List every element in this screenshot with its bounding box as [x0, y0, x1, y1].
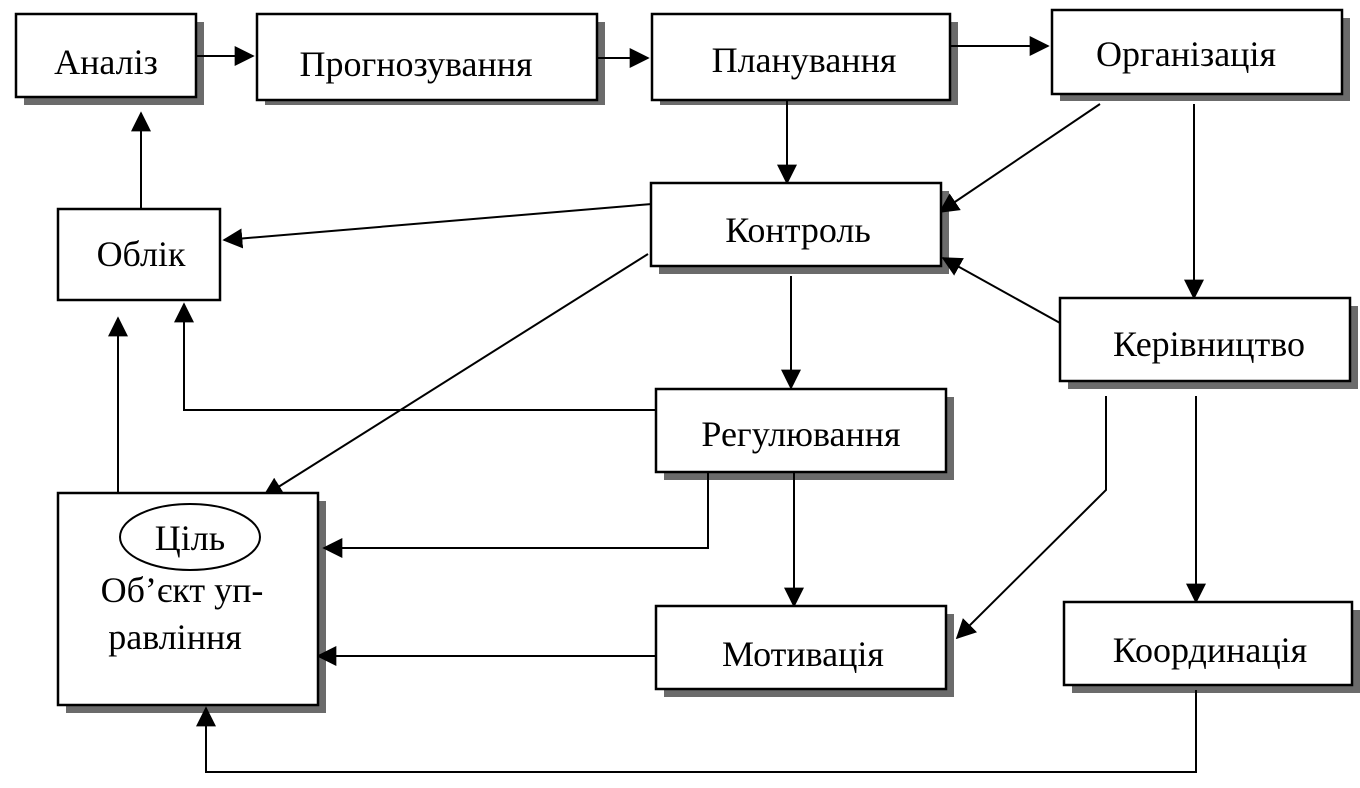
edge-kontrol-obiekt	[262, 253, 649, 497]
edge-reguliuvannia-obiekt	[322, 466, 709, 558]
node-prognozuvannia-label: Прогнозування	[299, 44, 532, 84]
node-analiz: Аналіз	[14, 12, 198, 99]
node-organizatsiia: Організація	[1050, 8, 1344, 96]
node-kontrol: Контроль	[649, 181, 943, 268]
node-koordynatsiia: Координація	[1062, 600, 1354, 687]
node-kontrol-label: Контроль	[725, 210, 871, 250]
node-reguliuvannia: Регулювання	[654, 387, 948, 474]
node-motyvatsiia: Мотивація	[654, 604, 948, 691]
node-obiekt-upravlinnia: Ціль Об’єкт уп- равління	[56, 491, 320, 707]
object-label-line2: равління	[108, 617, 242, 657]
node-reguliuvannia-label: Регулювання	[701, 414, 900, 454]
object-label-line1: Об’єкт уп-	[101, 570, 264, 610]
node-oblik-label: Облік	[97, 234, 186, 274]
edge-reguliuvannia-oblik	[174, 302, 656, 411]
connections	[108, 36, 1206, 773]
edge-kerivnytstvo-motyvatsiia	[955, 396, 1107, 640]
node-planuvannia: Планування	[650, 12, 952, 102]
node-motyvatsiia-label: Мотивація	[722, 634, 884, 674]
edge-kontrol-oblik	[222, 203, 653, 249]
edge-organizatsiia-kontrol	[938, 103, 1101, 213]
edge-kerivnytstvo-kontrol	[941, 257, 1061, 324]
goal-label: Ціль	[155, 518, 225, 558]
node-koordynatsiia-label: Координація	[1113, 630, 1307, 670]
goal-ellipse	[119, 503, 261, 571]
node-oblik: Облік	[56, 207, 222, 302]
node-kerivnytstvo-label: Керівництво	[1113, 324, 1305, 364]
edge-koordynatsiia-obiekt	[196, 690, 1197, 773]
node-prognozuvannia: Прогнозування	[255, 12, 599, 102]
node-planuvannia-label: Планування	[712, 40, 897, 80]
node-organizatsiia-label: Організація	[1096, 34, 1276, 74]
node-analiz-label: Аналіз	[54, 42, 158, 82]
node-kerivnytstvo: Керівництво	[1058, 296, 1352, 383]
